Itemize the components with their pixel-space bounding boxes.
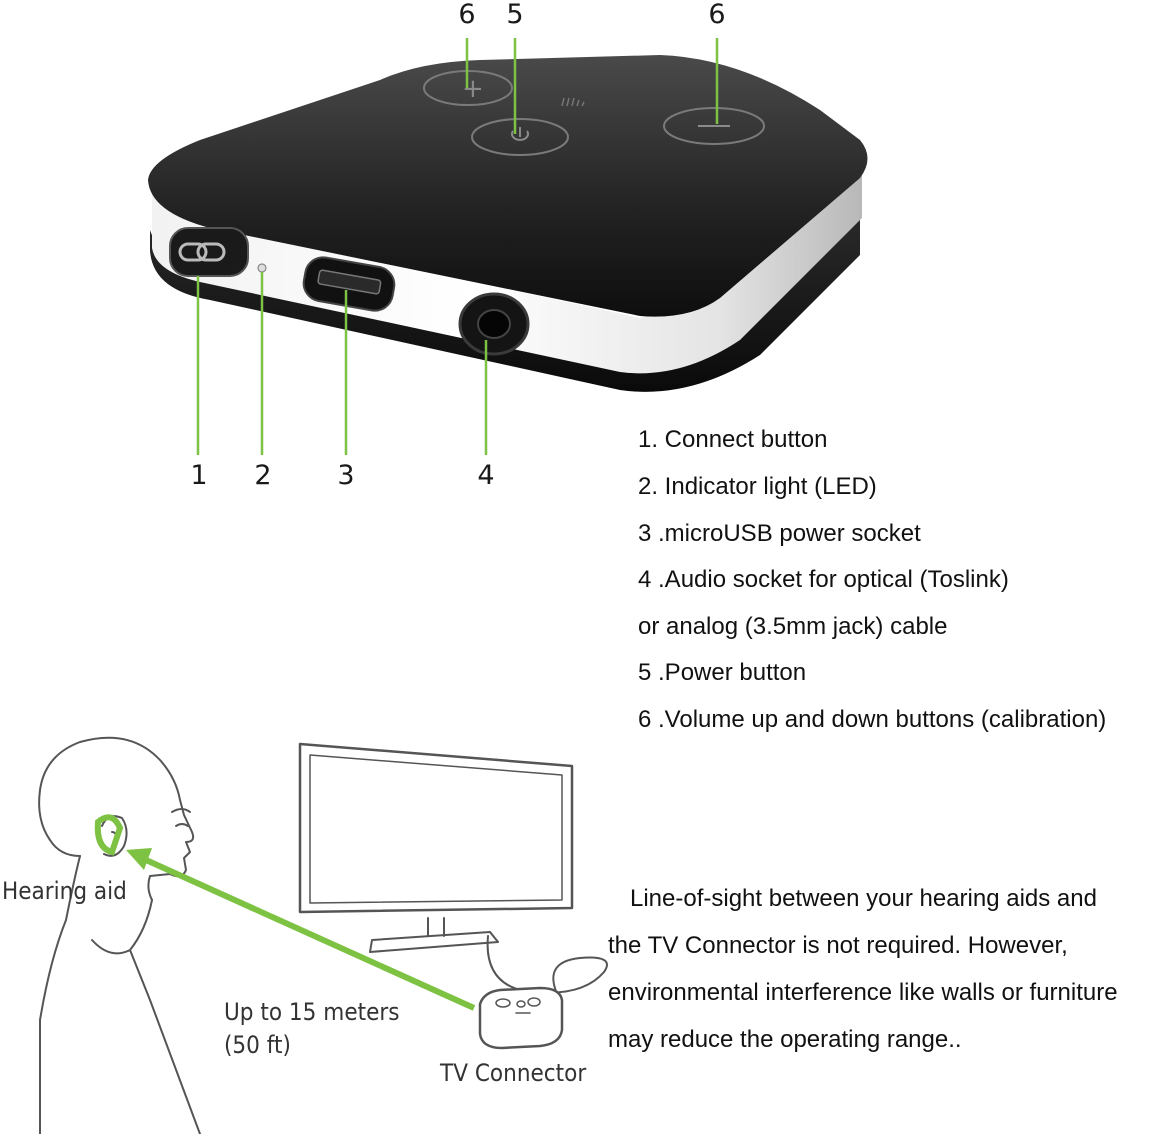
power-button[interactable] bbox=[471, 118, 569, 156]
note-line-1: Line-of-sight between your hearing aids … bbox=[630, 885, 1097, 912]
tv-connector-label: TV Connector bbox=[440, 1059, 587, 1087]
tv-connector-box bbox=[478, 986, 564, 1050]
audio-socket-hole bbox=[477, 309, 511, 339]
callout-number-4: 4 bbox=[477, 460, 495, 491]
callout-number-1: 1 bbox=[190, 460, 208, 491]
brand-logo-mark bbox=[561, 97, 585, 107]
legend-item-microusb: 3 .microUSB power socket bbox=[638, 520, 921, 547]
tv-connector-cable bbox=[486, 935, 608, 1001]
tv-connector-box-button-a bbox=[495, 998, 511, 1008]
person-brow bbox=[171, 808, 191, 813]
person-hair-back bbox=[38, 789, 81, 857]
hearing-aid-highlight bbox=[94, 814, 124, 856]
tv-monitor-frame bbox=[298, 742, 574, 914]
note-line-2: the TV Connector is not required. Howeve… bbox=[608, 932, 1068, 959]
person-shirt-collar bbox=[91, 939, 131, 955]
person-ear bbox=[101, 815, 128, 857]
legend-item-audio-socket: 4 .Audio socket for optical (Toslink) bbox=[638, 566, 1009, 593]
connect-button[interactable] bbox=[169, 227, 249, 277]
device-front-side bbox=[152, 160, 862, 374]
callout-lines bbox=[196, 38, 719, 455]
power-icon bbox=[511, 127, 529, 141]
range-label-meters: Up to 15 meters bbox=[224, 998, 400, 1026]
signal-arrow-head bbox=[126, 848, 152, 870]
person-ear-inner bbox=[111, 831, 118, 845]
signal-arrow-line bbox=[144, 857, 476, 1011]
plus-icon: + bbox=[462, 74, 484, 104]
legend-item-audio-socket-cont: or analog (3.5mm jack) cable bbox=[638, 613, 948, 640]
tv-connector-device-illustration: + bbox=[148, 38, 868, 455]
link-icon bbox=[178, 242, 226, 262]
note-line-4: may reduce the operating range.. bbox=[608, 1026, 962, 1053]
callout-number-3: 3 bbox=[337, 460, 355, 491]
tv-monitor-stand-base bbox=[369, 931, 499, 953]
legend-item-connect-button: 1. Connect button bbox=[638, 426, 828, 453]
person-chest bbox=[129, 899, 201, 1134]
tv-connector-box-button-b bbox=[516, 1000, 526, 1008]
tv-monitor-screen bbox=[309, 754, 563, 904]
tv-monitor-stand-neck bbox=[427, 917, 445, 937]
hearing-aid-label: Hearing aid bbox=[2, 877, 127, 905]
callout-number-6-right: 6 bbox=[708, 0, 726, 30]
volume-down-button[interactable] bbox=[663, 107, 765, 145]
callout-number-5: 5 bbox=[506, 0, 524, 30]
microusb-contacts bbox=[317, 269, 382, 295]
legend-item-volume-buttons: 6 .Volume up and down buttons (calibrati… bbox=[638, 706, 1107, 733]
callout-number-6-left: 6 bbox=[458, 0, 476, 30]
device-bottom-rim bbox=[150, 215, 860, 392]
person-eye bbox=[175, 823, 189, 827]
tv-connector-box-button-c bbox=[527, 997, 541, 1007]
callout-number-2: 2 bbox=[254, 460, 272, 491]
indicator-led bbox=[257, 263, 267, 273]
legend-item-indicator-light: 2. Indicator light (LED) bbox=[638, 473, 877, 500]
device-top-surface bbox=[148, 55, 868, 317]
range-label-feet: (50 ft) bbox=[224, 1031, 291, 1059]
note-line-3: environmental interference like walls or… bbox=[608, 979, 1118, 1006]
legend-item-power-button: 5 .Power button bbox=[638, 659, 807, 686]
